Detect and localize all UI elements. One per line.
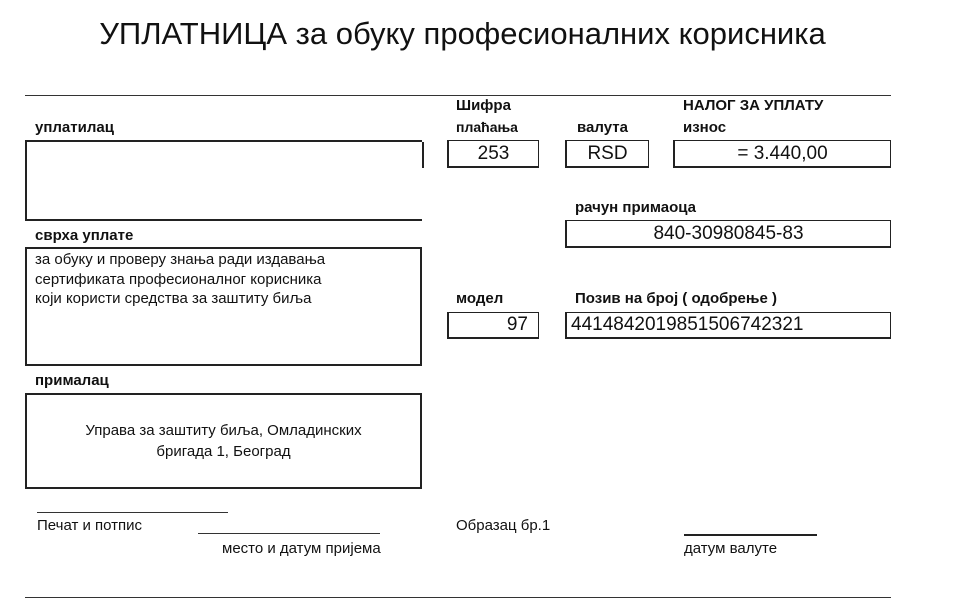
payment-code-label-2: плаћања (456, 119, 518, 135)
amount-field[interactable]: = 3.440,00 (673, 140, 891, 168)
currency-field[interactable]: RSD (565, 140, 649, 168)
value-date-label: датум валуте (684, 540, 778, 557)
place-date-label: место и датум пријема (222, 540, 381, 557)
currency-label: валута (577, 119, 628, 136)
page-title: УПЛАТНИЦА за обуку професионалних корисн… (99, 16, 826, 51)
purpose-field[interactable]: за обуку и проверу знања ради издавања с… (25, 247, 422, 366)
top-divider (25, 95, 891, 96)
payment-code-field[interactable]: 253 (447, 140, 539, 168)
reference-field[interactable]: 4414842019851506742321 (565, 312, 891, 339)
account-field[interactable]: 840-30980845-83 (565, 220, 891, 248)
place-date-line (198, 533, 380, 534)
model-label: модел (456, 290, 504, 307)
purpose-line: који користи средства за заштиту биља (35, 290, 312, 307)
bottom-divider (25, 597, 891, 598)
account-label: рачун примаоца (575, 199, 697, 216)
amount-label: износ (683, 119, 727, 136)
model-field[interactable]: 97 (447, 312, 539, 339)
recipient-label: прималац (35, 372, 109, 389)
purpose-line: за обуку и проверу знања ради издавања (35, 251, 326, 268)
recipient-field[interactable]: Управа за заштиту биља, Омладинских бриг… (25, 393, 422, 489)
value-date-line (684, 534, 817, 536)
stamp-label: Печат и потпис (37, 517, 143, 534)
recipient-line: Управа за заштиту биља, Омладинских (85, 422, 362, 439)
purpose-label: сврха уплате (35, 227, 134, 244)
form-number: Образац бр.1 (456, 517, 551, 534)
recipient-line: бригада 1, Београд (156, 443, 291, 460)
order-title: НАЛОГ ЗА УПЛАТУ (683, 97, 824, 114)
payer-label: уплатилац (35, 119, 114, 136)
payment-code-label: Шифра (456, 97, 511, 114)
purpose-line: сертификата професионалног корисника (35, 270, 322, 288)
payer-field[interactable] (25, 140, 424, 221)
reference-label: Позив на број ( одобрење ) (575, 290, 777, 307)
stamp-line (37, 512, 228, 513)
